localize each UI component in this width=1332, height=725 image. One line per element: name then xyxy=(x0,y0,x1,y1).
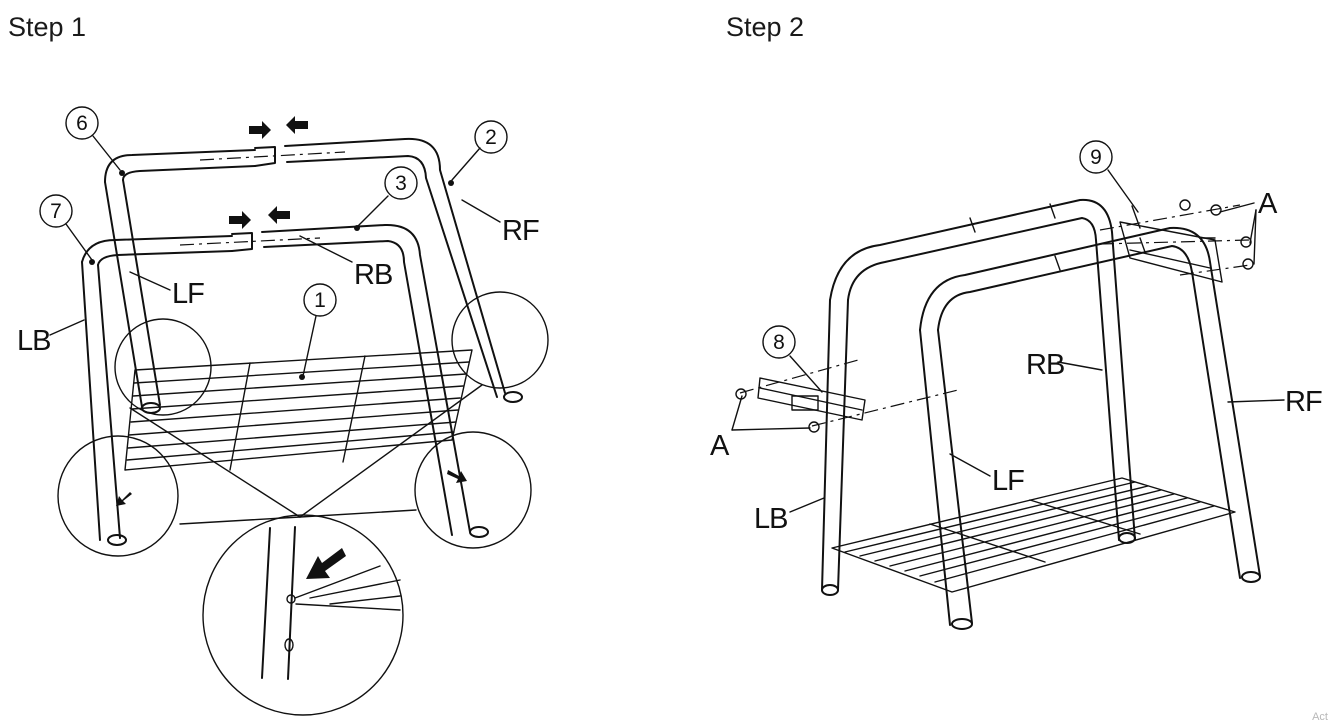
detail-circle xyxy=(414,431,532,549)
arrow-left-icon xyxy=(268,206,290,224)
front-frame xyxy=(919,226,1261,630)
label-lf: LF xyxy=(172,278,204,310)
arrow-icon xyxy=(306,548,346,579)
wire-shelf-step2 xyxy=(831,477,1236,593)
detail-circle xyxy=(451,291,549,389)
back-frame-tube xyxy=(81,223,489,546)
label-rf-step2: RF xyxy=(1285,386,1322,418)
arrow-left-icon xyxy=(286,116,308,134)
screw-icon xyxy=(1179,199,1254,270)
label-lb: LB xyxy=(17,325,50,357)
detail-circle-zoom xyxy=(202,514,404,716)
arrow-right-icon xyxy=(229,211,251,229)
label-a-step2-bottom: A xyxy=(710,430,730,462)
arrow-icon xyxy=(447,470,467,483)
bracket-9 xyxy=(1099,199,1254,283)
label-a-step2-top: A xyxy=(1258,188,1278,220)
label-rb: RB xyxy=(354,259,392,291)
callout-9: 9 xyxy=(1090,146,1102,169)
detail-circle xyxy=(57,435,179,557)
label-rb-step2: RB xyxy=(1026,349,1064,381)
step1-callouts: 6 2 3 7 1 xyxy=(39,106,508,377)
callout-1: 1 xyxy=(314,289,326,312)
label-rf: RF xyxy=(502,215,539,247)
step2-labels: A RB RF A LF LB xyxy=(710,188,1323,535)
step-2-title: Step 2 xyxy=(726,12,805,42)
callout-6: 6 xyxy=(76,112,88,135)
callout-2: 2 xyxy=(485,126,497,149)
detail-circles xyxy=(57,291,549,716)
step2-callouts: 9 8 xyxy=(762,140,1139,393)
callout-7: 7 xyxy=(50,200,62,223)
label-lf-step2: LF xyxy=(992,465,1024,497)
join-arrows xyxy=(229,116,308,229)
arrow-icon xyxy=(116,492,132,506)
step-1-title: Step 1 xyxy=(8,12,87,42)
step1-figure: 6 2 3 7 1 RF RB LF LB xyxy=(17,106,549,716)
wire-shelf xyxy=(124,349,473,471)
arrow-right-icon xyxy=(249,121,271,139)
corner-watermark-text: Act xyxy=(1312,711,1328,723)
callout-3: 3 xyxy=(395,172,407,195)
step2-figure: 9 8 A RB RF A LF LB xyxy=(710,140,1323,630)
step1-labels: RF RB LF LB xyxy=(17,199,540,357)
label-lb-step2: LB xyxy=(754,503,787,535)
detail-circle xyxy=(114,318,212,416)
bracket-8 xyxy=(735,359,959,433)
back-frame xyxy=(821,198,1136,596)
callout-8: 8 xyxy=(773,331,785,354)
